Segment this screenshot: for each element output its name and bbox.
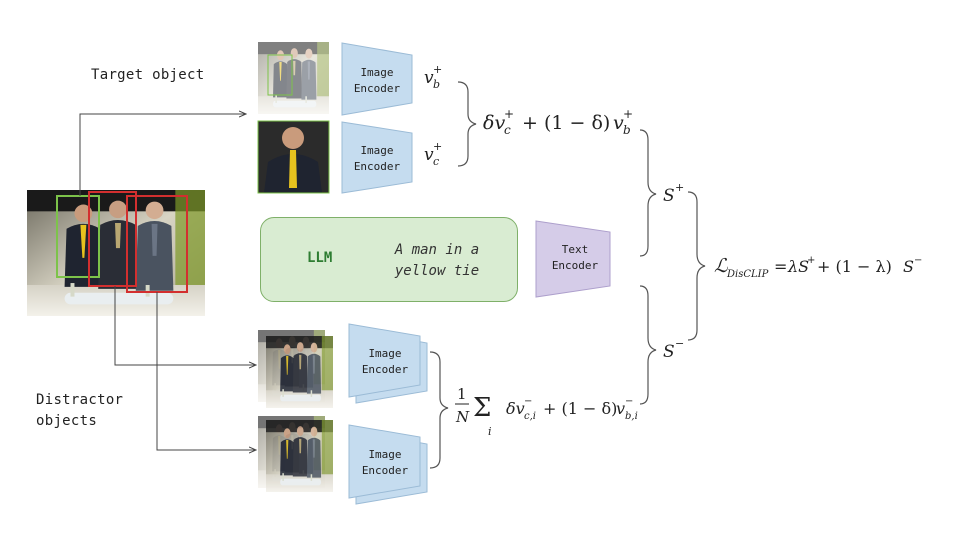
svg-text:Encoder: Encoder xyxy=(354,160,401,173)
svg-text:b: b xyxy=(623,123,631,137)
svg-text:c,i: c,i xyxy=(524,411,536,422)
vb-plus-label: v b + xyxy=(424,63,442,91)
llm-caption-line1: A man in a xyxy=(394,242,480,258)
image-encoder-target-blurred: Image Encoder xyxy=(341,42,413,116)
svg-text:+: + xyxy=(623,107,633,121)
llm-caption: A man in a yellow tie xyxy=(382,240,492,282)
svg-text:−: − xyxy=(625,396,633,407)
svg-text:Image: Image xyxy=(360,66,393,79)
target-crop-blurred xyxy=(258,42,329,114)
distractor-bounding-box-1 xyxy=(88,191,137,287)
distractor-crop-1 xyxy=(258,330,333,408)
target-object-label: Target object xyxy=(91,67,205,83)
target-crop xyxy=(257,120,330,194)
svg-text:v: v xyxy=(613,112,624,134)
s-minus-label: S − xyxy=(663,337,684,362)
target-arrow xyxy=(79,114,246,196)
svg-text:=: = xyxy=(774,257,787,276)
svg-text:i: i xyxy=(488,425,492,438)
svg-text:Encoder: Encoder xyxy=(552,259,599,272)
svg-text:v: v xyxy=(424,68,434,88)
svg-text:Text: Text xyxy=(562,243,589,256)
svg-text:+ (1 − λ): + (1 − λ) xyxy=(817,257,892,276)
s-plus-label: S + xyxy=(663,181,684,206)
svg-text:S: S xyxy=(903,257,914,276)
svg-text:v: v xyxy=(424,145,434,165)
loss-brace xyxy=(687,191,706,341)
svg-text:+: + xyxy=(433,140,442,153)
svg-text:b,i: b,i xyxy=(625,411,638,422)
svg-text:λS: λS xyxy=(787,257,809,276)
positive-brace xyxy=(457,81,477,167)
svg-text:Encoder: Encoder xyxy=(362,464,409,477)
source-image xyxy=(27,190,205,316)
svg-text:δv: δv xyxy=(506,399,525,418)
svg-text:Σ: Σ xyxy=(473,393,491,423)
distractor-objects-label-line2: objects xyxy=(36,413,98,429)
svg-text:S: S xyxy=(663,186,675,206)
svg-text:Image: Image xyxy=(368,448,401,461)
distractor-arrow-1 xyxy=(114,286,256,365)
loss-expression: ℒ DisCLIP = λS + + (1 − λ) S − xyxy=(714,255,922,280)
svg-text:+: + xyxy=(433,63,442,76)
svg-text:+: + xyxy=(504,107,514,121)
svg-text:Encoder: Encoder xyxy=(354,82,401,95)
target-bounding-box xyxy=(56,195,100,278)
source-arrows xyxy=(79,114,256,450)
s-minus-brace xyxy=(639,285,657,405)
svg-text:N: N xyxy=(455,408,470,426)
negative-brace xyxy=(429,351,449,469)
svg-text:−: − xyxy=(524,396,532,407)
svg-text:S: S xyxy=(663,342,675,362)
image-encoder-target: Image Encoder xyxy=(341,121,413,194)
svg-text:+ (1 − δ): + (1 − δ) xyxy=(522,112,610,134)
distractor-arrow-2 xyxy=(156,292,256,450)
svg-text:v: v xyxy=(616,399,625,418)
svg-text:ℒ: ℒ xyxy=(714,255,729,277)
distractor-objects-label-line1: Distractor xyxy=(36,392,124,408)
llm-label: LLM xyxy=(307,250,333,266)
svg-text:c: c xyxy=(433,155,439,168)
combined-negative-expression: 1 N Σ i δv c,i − + (1 − δ) v b,i − xyxy=(455,385,638,438)
svg-text:Image: Image xyxy=(360,144,393,157)
combined-positive-expression: δv c + + (1 − δ) v b + xyxy=(483,107,633,137)
svg-text:−: − xyxy=(914,255,922,266)
svg-text:+: + xyxy=(675,181,684,194)
distractor-crop-2 xyxy=(258,416,333,492)
text-encoder: Text Encoder xyxy=(535,220,611,298)
svg-text:b: b xyxy=(433,78,440,91)
svg-text:Encoder: Encoder xyxy=(362,363,409,376)
vc-plus-label: v c + xyxy=(424,140,442,168)
svg-text:Image: Image xyxy=(368,347,401,360)
svg-text:+ (1 − δ): + (1 − δ) xyxy=(543,399,617,418)
image-encoder-distractor-2: Image Encoder xyxy=(348,424,428,505)
svg-text:1: 1 xyxy=(457,385,467,403)
llm-caption-line2: yellow tie xyxy=(394,263,480,279)
svg-text:DisCLIP: DisCLIP xyxy=(726,269,769,280)
svg-text:δv: δv xyxy=(483,112,505,134)
llm-box xyxy=(260,217,518,302)
s-plus-brace xyxy=(639,129,657,257)
image-encoder-distractor-1: Image Encoder xyxy=(348,323,428,404)
svg-text:c: c xyxy=(504,123,511,137)
svg-text:+: + xyxy=(807,255,815,266)
svg-text:−: − xyxy=(675,337,684,350)
